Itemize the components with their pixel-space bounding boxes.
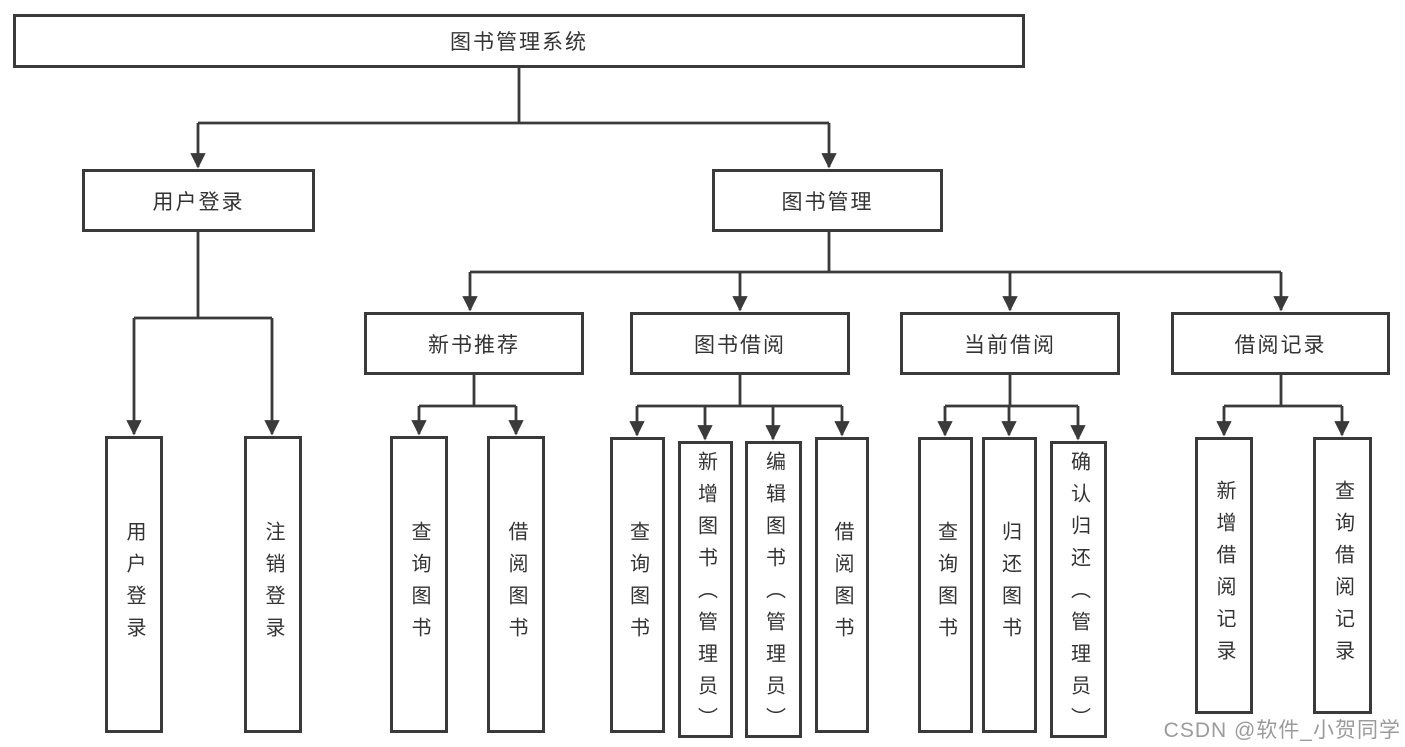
leaf-borrow-books: 借阅图书 — [815, 437, 869, 733]
csdn-watermark: CSDN @软件_小贺同学 — [1163, 719, 1401, 742]
node-current-borrow: 当前借阅 — [900, 312, 1120, 375]
leaf-user-login: 用户登录 — [105, 436, 163, 733]
leaf-confirm-return-admin: 确认归还（管理员） — [1050, 441, 1107, 739]
leaf-add-borrow-record: 新增借阅记录 — [1195, 437, 1253, 714]
leaf-query-books-current: 查询图书 — [918, 437, 973, 733]
leaf-add-book-admin: 新增图书（管理员） — [678, 441, 733, 739]
node-user-login: 用户登录 — [82, 169, 315, 232]
connector-new-book — [419, 375, 516, 408]
node-book-management: 图书管理 — [712, 169, 943, 232]
connector-current-borrow — [945, 375, 1078, 408]
leaf-edit-book-admin: 编辑图书（管理员） — [745, 441, 802, 739]
leaf-query-books-recommend: 查询图书 — [390, 436, 448, 733]
leaf-borrow-books-recommend: 借阅图书 — [487, 436, 545, 733]
node-new-book-recommend: 新书推荐 — [364, 312, 584, 375]
connector-book-borrow — [637, 375, 842, 408]
connector-book-management — [470, 232, 1281, 274]
leaf-query-borrow-record: 查询借阅记录 — [1313, 437, 1372, 714]
leaf-return-book: 归还图书 — [982, 437, 1037, 733]
leaf-logout: 注销登录 — [244, 436, 302, 733]
node-root: 图书管理系统 — [13, 14, 1025, 68]
connector-borrow-records — [1224, 375, 1342, 408]
connector-user-login — [134, 232, 272, 320]
node-borrow-records: 借阅记录 — [1171, 312, 1390, 375]
leaf-query-books-borrow: 查询图书 — [610, 437, 665, 733]
connector-root — [198, 68, 829, 125]
node-book-borrow: 图书借阅 — [630, 312, 850, 375]
